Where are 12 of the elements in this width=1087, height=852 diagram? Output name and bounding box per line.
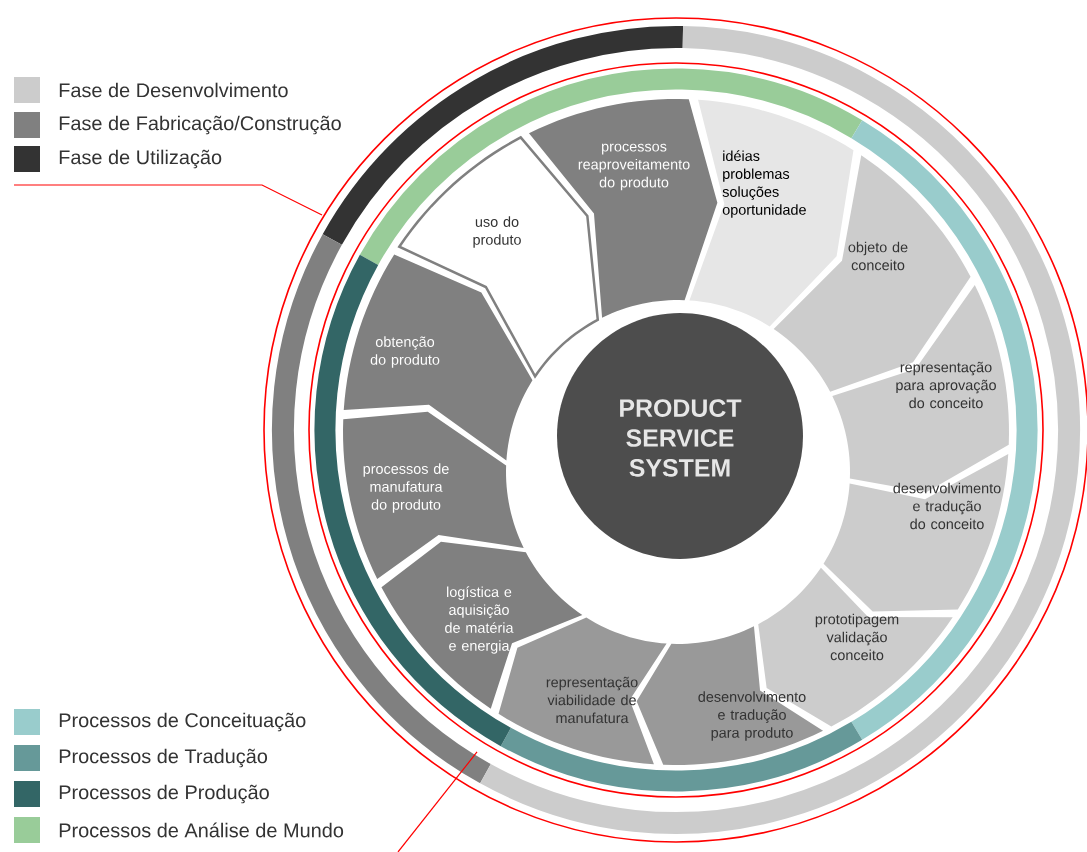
legend-label: Processos de Tradução (59, 748, 268, 768)
legend-label: Fase de Desenvolvimento (59, 82, 288, 98)
node-label: processos de manufatura do produto (363, 463, 449, 513)
legend-label: Processos de Produção (59, 784, 269, 804)
process-segment: processos de manufatura do produto (343, 411, 524, 579)
legend-label: Processos de Análise de Mundo (59, 822, 344, 838)
process-segment: obtenção do produto (343, 254, 533, 461)
legend-label: Processos de Conceituação (59, 712, 306, 732)
process-segment: desenvolvimento e tradução do conceito (823, 454, 1009, 612)
legend-label: Fase de Utilização (59, 149, 222, 169)
legend-label: Fase de Fabricação/Construção (59, 115, 341, 135)
process-segment: processos reaproveitamento do produto (529, 99, 718, 318)
